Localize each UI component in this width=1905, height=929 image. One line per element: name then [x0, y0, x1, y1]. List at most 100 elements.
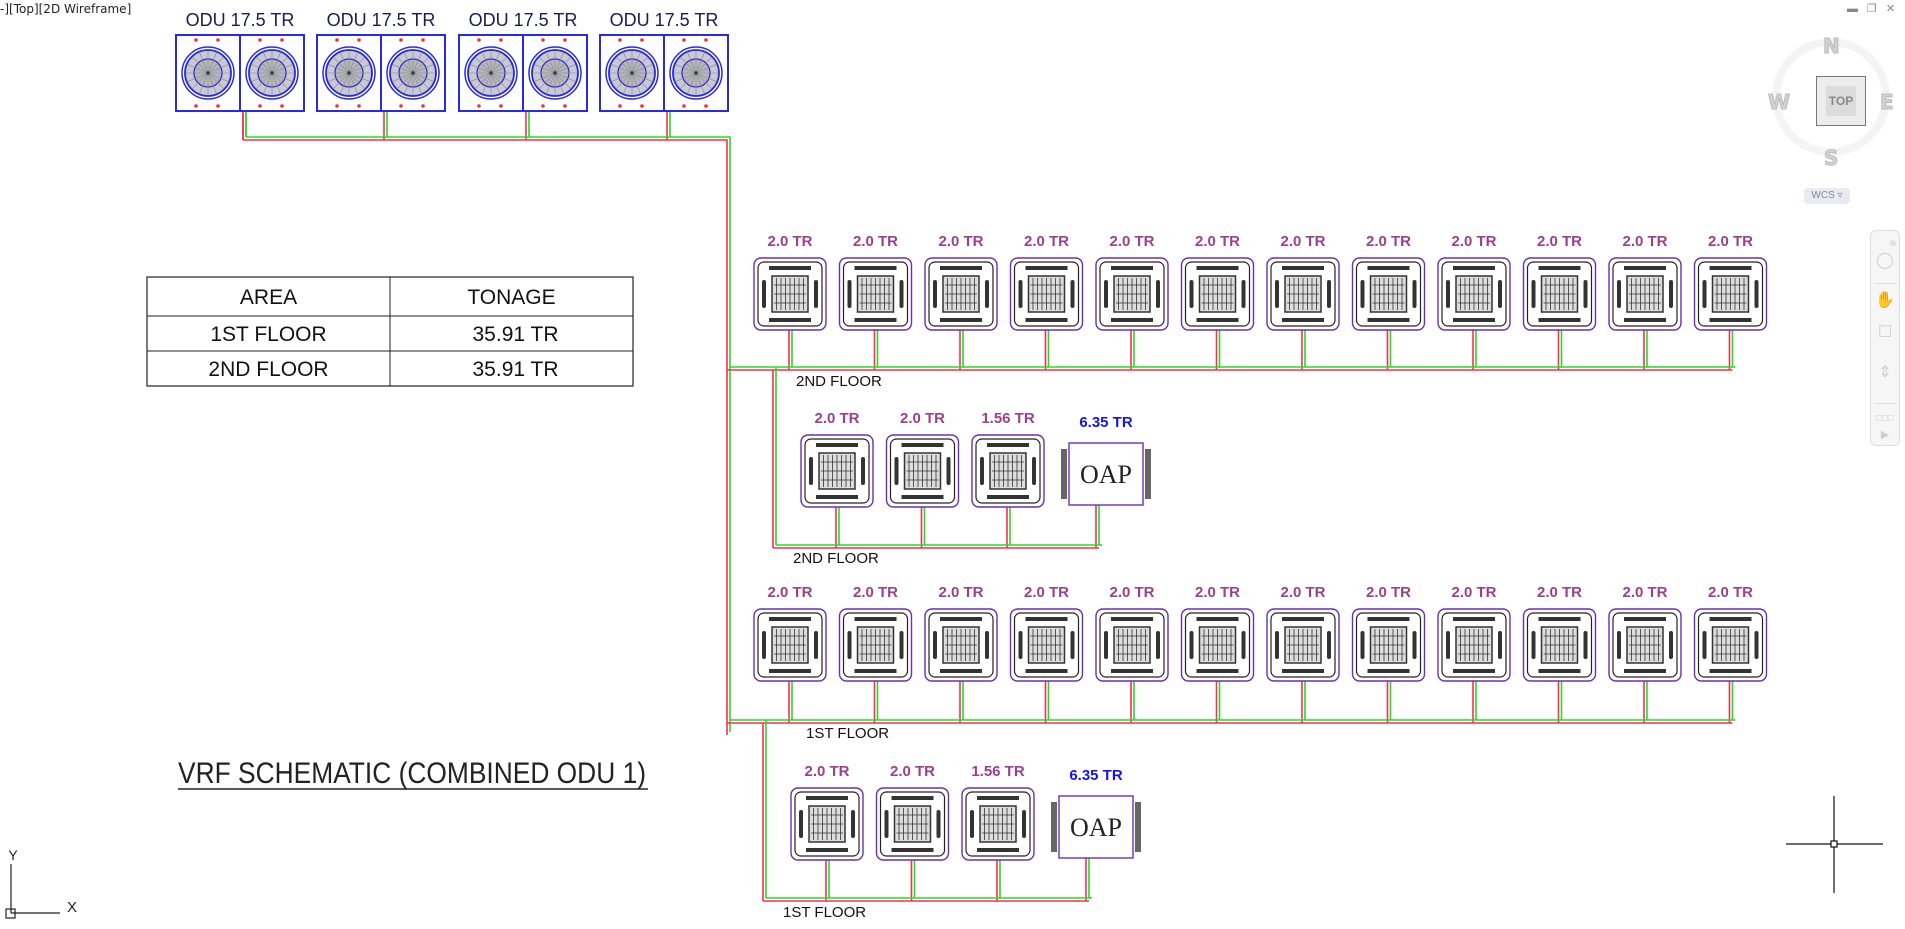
fan-blade	[412, 52, 422, 74]
louver-icon	[854, 266, 897, 270]
close-icon[interactable]: ✕	[1885, 3, 1896, 15]
idu-capacity-label: 1.56 TR	[971, 763, 1025, 780]
idu-capacity-label: 2.0 TR	[1109, 233, 1154, 250]
louver-icon	[936, 810, 941, 838]
cassette-unit: 2.0 TR	[924, 233, 998, 331]
fan-blade	[680, 57, 697, 74]
louver-icon	[861, 457, 865, 485]
louver-icon	[1624, 266, 1666, 270]
fan-blade	[546, 52, 556, 74]
navigation-bar[interactable]: ⊗ ◯ ✋ ☐ ⇕ □□□ ▶	[1870, 230, 1900, 446]
louver-icon	[1018, 280, 1023, 308]
viewcube-top-face[interactable]: TOP	[1826, 86, 1856, 116]
fan-blade	[611, 64, 633, 74]
odu-unit: ODU 17.5 TR	[458, 10, 588, 112]
ucs-menu[interactable]: WCS ▿	[1804, 188, 1850, 204]
louver-icon	[816, 443, 858, 447]
louver-icon	[933, 631, 937, 659]
floor-label: 2ND FLOOR	[793, 550, 879, 567]
mount-point	[541, 104, 545, 108]
louver-icon	[1327, 280, 1331, 308]
louver-icon	[769, 669, 811, 673]
table-header-cell: TONAGE	[467, 286, 555, 309]
pan-hand-icon[interactable]: ✋	[1875, 292, 1895, 309]
viewcube-face[interactable]: TOP	[1816, 76, 1866, 126]
cassette-unit: 2.0 TR	[1180, 584, 1255, 682]
odu-label: ODU 17.5 TR	[327, 10, 436, 30]
fan-blade	[675, 64, 697, 74]
fan-blade	[490, 72, 512, 82]
compass-north[interactable]: N	[1823, 34, 1841, 59]
odu-label: ODU 17.5 TR	[469, 10, 578, 30]
fan-blade	[271, 52, 281, 74]
mount-point	[704, 38, 708, 42]
louver-icon	[1111, 669, 1153, 673]
fan-blade	[534, 72, 556, 82]
close-icon[interactable]: ⊗	[1889, 238, 1897, 248]
fan-blade	[397, 72, 414, 89]
louver-icon	[1754, 631, 1759, 659]
fan-blade	[482, 72, 492, 94]
louver-icon	[1241, 280, 1246, 308]
louver-icon	[1367, 318, 1410, 322]
viewcube-compass-ring[interactable]	[1772, 38, 1890, 156]
louver-icon	[1275, 280, 1279, 308]
fan-blade	[348, 64, 370, 74]
compass-south[interactable]: S	[1823, 146, 1839, 171]
louver-icon	[1669, 280, 1673, 308]
louver-icon	[814, 631, 818, 659]
louver-icon	[940, 617, 982, 621]
idu-capacity-label: 2.0 TR	[1280, 584, 1325, 601]
idu-capacity-label: 2.0 TR	[1109, 584, 1154, 601]
idu-capacity-label: 2.0 TR	[1195, 233, 1240, 250]
fan-blade	[631, 64, 653, 74]
louver-icon	[1156, 280, 1160, 308]
louver-icon	[1327, 631, 1331, 659]
orbit-icon[interactable]: ⇕	[1878, 364, 1892, 381]
idu-capacity-label: 2.0 TR	[1024, 233, 1069, 250]
fan-center	[630, 71, 634, 75]
showmotion-icon[interactable]: □□□	[1875, 413, 1895, 424]
fan-blade	[695, 64, 717, 74]
louver-icon	[847, 280, 852, 308]
play-icon[interactable]: ▶	[1880, 429, 1890, 441]
louver-icon	[985, 280, 989, 308]
louver-icon	[933, 280, 937, 308]
restore-icon[interactable]: ❐	[1866, 3, 1877, 15]
mount-point	[682, 38, 686, 42]
zoom-window-icon[interactable]: ☐	[1877, 324, 1893, 341]
fan-blade	[271, 72, 293, 82]
idu-capacity-label: 2.0 TR	[1708, 584, 1753, 601]
louver-icon	[1156, 631, 1160, 659]
compass-west[interactable]: W	[1767, 90, 1791, 115]
louver-icon	[1531, 631, 1536, 659]
louver-icon	[891, 796, 934, 800]
viewcube[interactable]: TOP N S E W WCS ▿	[1767, 32, 1895, 208]
title-text: VRF SCHEMATIC (COMBINED ODU 1)	[178, 757, 646, 790]
minimize-icon[interactable]: ▬	[1847, 3, 1858, 15]
mount-point	[357, 104, 361, 108]
louver-icon	[901, 495, 944, 499]
louver-icon	[1538, 266, 1581, 270]
cassette-unit: 2.0 TR	[1009, 584, 1084, 682]
mount-point	[335, 38, 339, 42]
oap-text: OAP	[1070, 813, 1122, 842]
idu-capacity-label: 2.0 TR	[1622, 233, 1667, 250]
steering-wheel-icon[interactable]: ◯	[1876, 252, 1894, 269]
louver-icon	[987, 495, 1029, 499]
viewport-label[interactable]: -][Top][2D Wireframe]	[0, 2, 132, 16]
idu-capacity-label: 2.0 TR	[853, 584, 898, 601]
louver-icon	[851, 810, 855, 838]
idu-capacity-label: 2.0 TR	[1024, 584, 1069, 601]
fan-blade	[631, 72, 641, 94]
fan-blade	[611, 72, 633, 82]
fan-blade	[554, 64, 576, 74]
piping-network	[242, 108, 1736, 902]
louver-icon	[809, 457, 813, 485]
louver-icon	[985, 631, 989, 659]
fan-blade	[340, 72, 350, 94]
louver-icon	[1282, 617, 1324, 621]
compass-east[interactable]: E	[1880, 90, 1895, 115]
